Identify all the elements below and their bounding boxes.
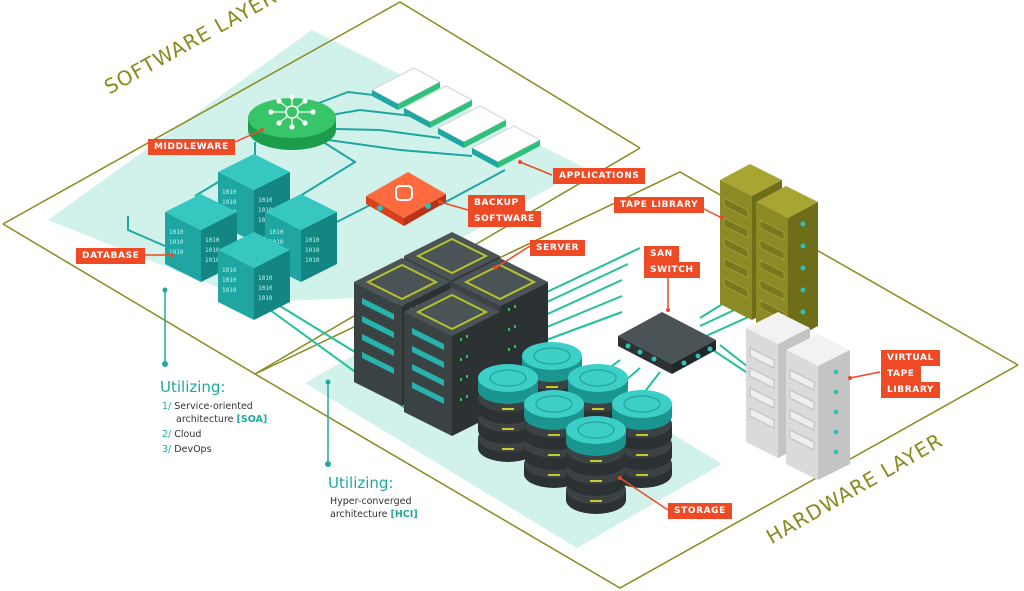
label-leaders: [140, 129, 881, 511]
item-number: 2/: [162, 429, 172, 440]
utilizing-dots: [162, 287, 331, 467]
backup-label-line1: BACKUP: [468, 195, 525, 211]
utilizing-leaders: [164, 290, 329, 462]
software-utilizing-item: 1/ Service-oriented: [162, 400, 267, 413]
hci-highlight: [HCI]: [390, 509, 418, 520]
backup-label-line2: SOFTWARE: [468, 211, 541, 227]
item-text: Service-oriented: [174, 401, 253, 412]
software-utilizing-item: 2/ Cloud: [162, 428, 267, 441]
soa-highlight: [SOA]: [236, 414, 268, 425]
server-label: SERVER: [530, 240, 586, 256]
san-switch: [618, 312, 716, 374]
hci-line1: Hyper-converged: [330, 496, 412, 507]
middleware-label: MIDDLEWARE: [148, 139, 235, 155]
hardware-utilizing-list: Hyper-converged architecture [HCI]: [330, 495, 418, 521]
item-text-continued: architecture: [176, 414, 234, 425]
software-utilizing-item: 3/ DevOps: [162, 443, 267, 456]
tape-library-label: TAPE LIBRARY: [614, 197, 705, 213]
software-utilizing-item-continued: architecture [SOA]: [162, 413, 267, 426]
item-number: 3/: [162, 444, 172, 455]
san-label-line2: SWITCH: [644, 262, 700, 278]
item-number: 1/: [162, 401, 172, 412]
software-utilizing-list: 1/ Service-oriented architecture [SOA] 2…: [162, 400, 267, 456]
virtual-tape-library-racks: [745, 311, 851, 481]
storage-label: STORAGE: [668, 503, 732, 519]
software-utilizing-heading: Utilizing:: [160, 378, 226, 396]
vtl-label-line3: LIBRARY: [881, 382, 940, 398]
item-text: DevOps: [174, 444, 212, 455]
vtl-label-line1: VIRTUAL: [881, 350, 940, 366]
hardware-utilizing-heading: Utilizing:: [328, 474, 394, 492]
hci-line2: architecture [HCI]: [330, 508, 418, 521]
san-label-line1: SAN: [644, 246, 679, 262]
hci-text: architecture: [330, 509, 388, 520]
middleware-node: [248, 94, 336, 150]
label-dots: [170, 128, 852, 480]
backup-software-box: [366, 172, 446, 226]
item-text: Cloud: [174, 429, 202, 440]
database-label: DATABASE: [76, 248, 146, 264]
tape-library-racks: [719, 163, 819, 343]
applications-label: APPLICATIONS: [553, 168, 646, 184]
vtl-label-line2: TAPE: [881, 366, 921, 382]
